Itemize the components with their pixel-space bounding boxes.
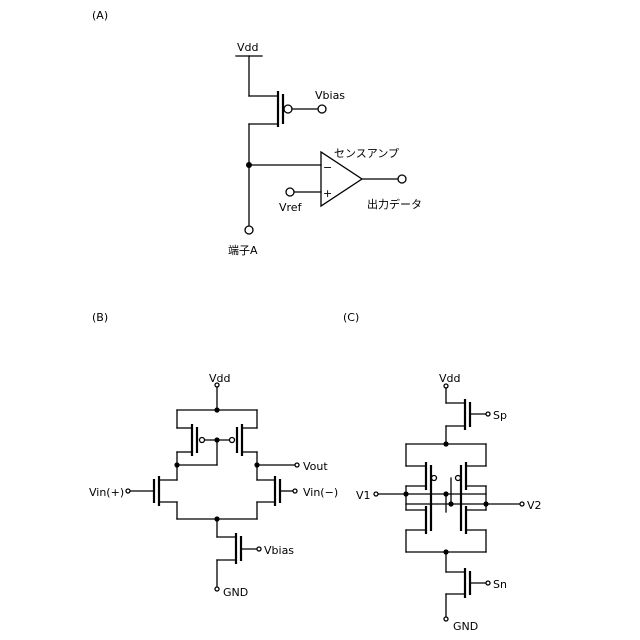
latch-left-inverter (406, 444, 431, 552)
sp-switch-transistor: Sp (446, 388, 507, 444)
v1-label: V1 (356, 489, 371, 502)
vin-plus-terminal (126, 489, 130, 493)
gate-bubble-a (284, 105, 292, 113)
v1-terminal (374, 492, 378, 496)
vout-terminal (295, 463, 299, 467)
pmos-mirror-left (177, 410, 205, 480)
v2-terminal (520, 502, 524, 506)
latch-right-inverter (461, 444, 486, 552)
plus-sign: + (323, 187, 332, 200)
vdd-label-b: Vdd (209, 372, 231, 385)
gnd-label-c: GND (453, 620, 478, 633)
output-terminal (398, 175, 406, 183)
panel-c-label: (C) (343, 311, 359, 324)
vin-minus-terminal (293, 489, 297, 493)
sp-label: Sp (493, 409, 507, 422)
panel-a: (A) Vdd Vbias 端子A − + (92, 9, 422, 257)
tail-transistor-b: Vbias (217, 519, 294, 586)
sn-terminal (486, 581, 490, 585)
vin-minus-label: Vin(−) (303, 486, 338, 499)
panel-c: (C) Vdd Sp (343, 311, 542, 633)
sp-terminal (486, 412, 490, 416)
panel-a-label: (A) (92, 9, 108, 22)
v2-label: V2 (527, 499, 542, 512)
vdd-label-a: Vdd (237, 41, 259, 54)
nmos-input-left: Vin(+) (89, 476, 177, 519)
vin-plus-label: Vin(+) (89, 486, 124, 499)
vdd-label-c: Vdd (439, 372, 461, 385)
nmos-input-right: Vin(−) (257, 476, 338, 519)
minus-sign: − (323, 161, 332, 174)
sn-label: Sn (493, 578, 507, 591)
panel-b-label: (B) (92, 311, 108, 324)
gnd-terminal-b (215, 587, 219, 591)
vbias-label-a: Vbias (315, 89, 345, 102)
vbias-terminal-a (318, 105, 326, 113)
vdd-rail-a: Vdd (236, 41, 262, 96)
vbias-terminal-b (257, 547, 261, 551)
pmos-transistor-a: Vbias (249, 89, 345, 127)
terminal-a-label: 端子A (228, 244, 258, 257)
gnd-terminal-c (444, 617, 448, 621)
terminal-a-node (245, 226, 253, 234)
output-label: 出力データ (367, 197, 422, 211)
pmos-mirror-right (230, 410, 258, 480)
sn-switch-transistor: Sn (446, 552, 507, 616)
vref-terminal (286, 188, 294, 196)
vout-label: Vout (303, 460, 328, 473)
panel-b: (B) Vdd (89, 311, 338, 599)
gnd-label-b: GND (223, 586, 248, 599)
sense-amp-label: センスアンプ (334, 147, 399, 160)
sense-amplifier: − + Vref センスアンプ 出力データ (249, 147, 422, 214)
vbias-label-b: Vbias (264, 544, 294, 557)
vref-label: Vref (279, 201, 303, 214)
